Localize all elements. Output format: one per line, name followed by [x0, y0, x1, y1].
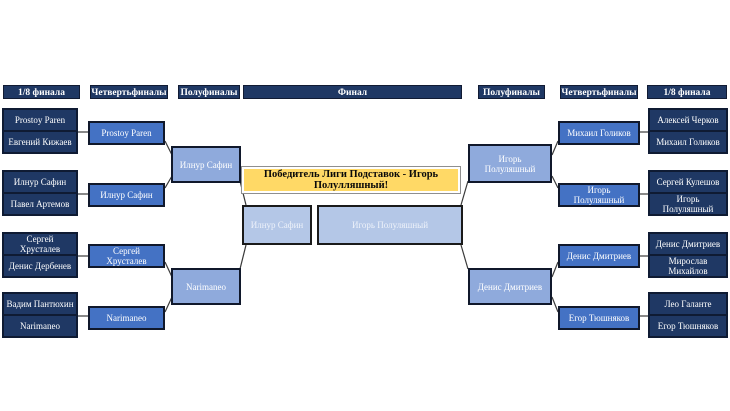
- player-box: Мирослав Михайлов: [648, 254, 728, 278]
- finalist-left: Илнур Сафин: [242, 205, 312, 245]
- qf-winner-right-1: Михаил Голиков: [558, 121, 640, 145]
- player-box: Денис Дмитриев: [648, 232, 728, 256]
- r16-match-right-1: Алексей Черков Михаил Голиков: [648, 108, 728, 154]
- r16-match-left-3: Сергей Хрусталев Денис Дербенев: [2, 232, 78, 278]
- player-box: Игорь Полуляшный: [648, 192, 728, 216]
- player-box: Михаил Голиков: [648, 130, 728, 154]
- sf-winner-left-1: Илнур Сафин: [171, 146, 241, 183]
- player-box: Narimaneo: [2, 314, 78, 338]
- qf-winner-right-3: Денис Дмитриев: [558, 244, 640, 268]
- player-box: Вадим Пантюхин: [2, 292, 78, 316]
- player-box: Евгений Кижаев: [2, 130, 78, 154]
- r16-match-left-1: Prostoy Paren Евгений Кижаев: [2, 108, 78, 154]
- sf-winner-right-1: Игорь Полуляшный: [468, 144, 552, 183]
- r16-match-right-4: Лео Галанте Егор Тюшняков: [648, 292, 728, 338]
- qf-winner-left-1: Prostoy Paren: [88, 121, 165, 145]
- player-box: Prostoy Paren: [2, 108, 78, 132]
- player-box: Сергей Хрусталев: [2, 232, 78, 256]
- player-box: Егор Тюшняков: [648, 314, 728, 338]
- round-header-qf-left: Четвертьфиналы: [90, 85, 168, 99]
- player-box: Денис Дербенев: [2, 254, 78, 278]
- winner-banner: Победитель Лиги Подставок - Игорь Полулл…: [242, 167, 460, 193]
- round-header-r16-right: 1/8 финала: [647, 85, 727, 99]
- sf-winner-right-2: Денис Дмитриев: [468, 268, 552, 305]
- round-header-sf-left: Полуфиналы: [178, 85, 240, 99]
- round-header-sf-right: Полуфиналы: [478, 85, 545, 99]
- player-box: Павел Артемов: [2, 192, 78, 216]
- round-header-r16-left: 1/8 финала: [3, 85, 80, 99]
- r16-match-right-3: Денис Дмитриев Мирослав Михайлов: [648, 232, 728, 278]
- round-header-qf-right: Четвертьфиналы: [560, 85, 638, 99]
- qf-winner-right-4: Егор Тюшняков: [558, 306, 640, 330]
- player-box: Илнур Сафин: [2, 170, 78, 194]
- r16-match-left-2: Илнур Сафин Павел Артемов: [2, 170, 78, 216]
- qf-winner-left-4: Narimaneo: [88, 306, 165, 330]
- r16-match-left-4: Вадим Пантюхин Narimaneo: [2, 292, 78, 338]
- sf-winner-left-2: Narimaneo: [171, 268, 241, 305]
- qf-winner-right-2: Игорь Полуляшный: [558, 183, 640, 207]
- r16-match-right-2: Сергей Кулешов Игорь Полуляшный: [648, 170, 728, 216]
- finalist-right: Игорь Полуляшный: [317, 205, 463, 245]
- player-box: Лео Галанте: [648, 292, 728, 316]
- round-header-final: Финал: [243, 85, 462, 99]
- qf-winner-left-3: Сергей Хрусталев: [88, 244, 165, 268]
- player-box: Сергей Кулешов: [648, 170, 728, 194]
- player-box: Алексей Черков: [648, 108, 728, 132]
- qf-winner-left-2: Илнур Сафин: [88, 183, 165, 207]
